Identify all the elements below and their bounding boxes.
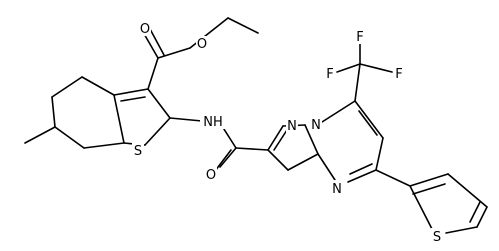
atom-o-carbonyl-ester: O <box>139 20 151 37</box>
atom-n-bridge: N <box>310 116 322 133</box>
atom-o-ester: O <box>196 36 208 52</box>
svg-text:S: S <box>134 144 142 159</box>
svg-text:O: O <box>197 37 207 52</box>
atom-s-ring: S <box>132 142 144 159</box>
svg-text:N: N <box>287 119 297 134</box>
svg-text:F: F <box>356 30 363 45</box>
svg-text:S: S <box>433 230 441 245</box>
atom-o-amide: O <box>205 166 217 183</box>
atom-f-left: F <box>324 65 336 82</box>
svg-text:F: F <box>395 67 402 82</box>
bond-lines <box>24 17 488 234</box>
svg-text:N: N <box>332 182 342 197</box>
svg-text:N: N <box>311 118 321 133</box>
svg-text:O: O <box>140 22 150 37</box>
atom-n-pyrazole: N <box>286 117 298 134</box>
atom-f-top: F <box>354 28 366 45</box>
svg-text:O: O <box>206 168 216 183</box>
atom-n-pyrimidine: N <box>331 180 343 197</box>
svg-text:NH: NH <box>203 115 223 130</box>
svg-text:F: F <box>326 67 333 82</box>
atom-f-right: F <box>393 65 405 82</box>
atom-s-thiophene: S <box>431 228 443 245</box>
atom-labels: O O S NH O N N N <box>132 20 443 245</box>
atom-nh-amide: NH <box>200 113 226 130</box>
